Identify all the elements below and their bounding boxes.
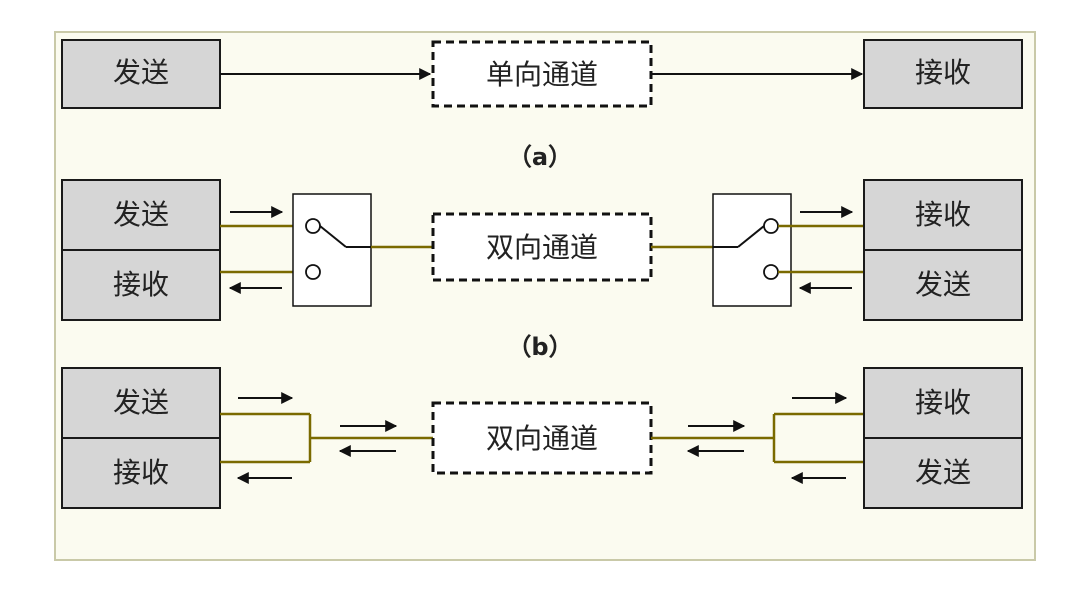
panel-a-simplex: 发送 单向通道 接收 （a）: [61, 39, 1023, 171]
panel-b-left-top-label: 发送: [113, 198, 169, 231]
panel-a-receiver-label: 接收: [915, 56, 971, 89]
panel-c-right-bottom-label: 发送: [915, 456, 971, 489]
panel-c-right-top-label: 接收: [915, 386, 971, 419]
panel-b-right-switch-icon: [712, 193, 792, 307]
panel-c-left-bottom-box: [61, 437, 221, 509]
panel-b-left-top-box: [61, 179, 221, 251]
panel-a-channel-label: 单向通道: [486, 58, 598, 91]
panel-c-left-top-label: 发送: [113, 386, 169, 419]
panel-b-right-bottom-box: [863, 249, 1023, 321]
panel-c-left-bottom-label: 接收: [113, 456, 169, 489]
panel-c-left-wiring: [220, 412, 433, 464]
panel-a-sender-label: 发送: [113, 56, 169, 89]
panel-b-half-duplex: 发送 接收 双向通道: [61, 179, 1023, 361]
panel-a-channel-box: [431, 40, 653, 108]
panel-b-left-switch-icon: [292, 193, 372, 307]
panel-a-receiver-box: [863, 39, 1023, 109]
panel-a-caption: （a）: [508, 143, 572, 171]
panel-a-sender-box: [61, 39, 221, 109]
panel-b-left-bottom-label: 接收: [113, 268, 169, 301]
panel-b-channel-box: [431, 212, 653, 282]
panel-b-channel-label: 双向通道: [486, 231, 598, 264]
panel-c-right-wiring: [651, 412, 864, 464]
panel-b-left-bottom-box: [61, 249, 221, 321]
panel-c-channel-label: 双向通道: [486, 422, 598, 455]
panel-b-right-top-label: 接收: [915, 198, 971, 231]
panel-c-right-bottom-box: [863, 437, 1023, 509]
panel-b-caption: （b）: [507, 333, 572, 361]
panel-c-full-duplex: 发送 接收 双向通道 接收 发送: [61, 367, 1023, 509]
panel-c-right-top-box: [863, 367, 1023, 439]
panel-b-right-bottom-label: 发送: [915, 268, 971, 301]
